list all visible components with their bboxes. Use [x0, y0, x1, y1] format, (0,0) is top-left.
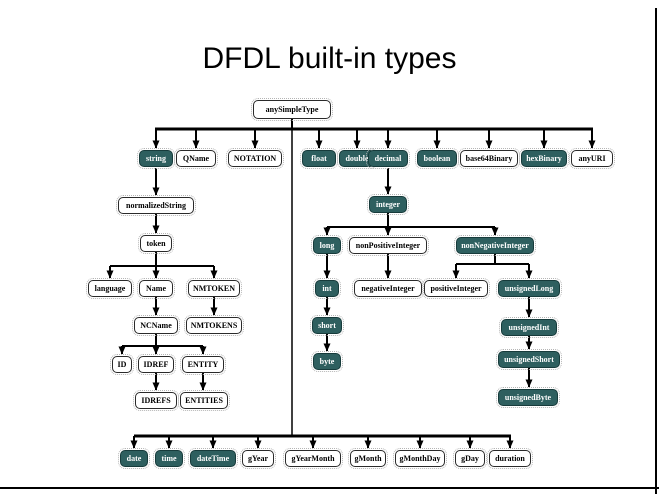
node-nonPositiveInteger: nonPositiveInteger — [347, 235, 429, 256]
node-unsignedByte: unsignedByte — [496, 387, 560, 408]
node-hexBinary: hexBinary — [519, 148, 569, 169]
node-string: string — [137, 148, 175, 169]
node-integer: integer — [367, 194, 409, 215]
node-NCName: NCName — [132, 315, 180, 336]
node-IDREF: IDREF — [136, 354, 176, 375]
node-ENTITIES: ENTITIES — [178, 390, 230, 411]
node-IDREFS: IDREFS — [133, 390, 179, 411]
node-negativeInteger: negativeInteger — [352, 278, 424, 299]
node-boolean: boolean — [415, 148, 459, 169]
node-short: short — [310, 315, 344, 336]
node-language: language — [86, 278, 134, 299]
node-gYearMonth: gYearMonth — [283, 448, 343, 469]
node-gMonth: gMonth — [348, 448, 388, 469]
node-unsignedLong: unsignedLong — [496, 278, 562, 299]
node-positiveInteger: positiveInteger — [422, 278, 490, 299]
node-QName: QName — [174, 148, 218, 169]
node-anySimpleType: anySimpleType — [251, 98, 333, 121]
node-gDay: gDay — [453, 448, 487, 469]
node-unsignedShort: unsignedShort — [496, 349, 562, 370]
node-date: date — [118, 448, 150, 469]
node-NMTOKENS: NMTOKENS — [184, 315, 244, 336]
node-NOTATION: NOTATION — [226, 148, 284, 169]
node-dateTime: dateTime — [188, 448, 238, 469]
node-anyURI: anyURI — [569, 148, 615, 169]
node-nonNegativeInteger: nonNegativeInteger — [454, 235, 536, 256]
node-Name: Name — [137, 278, 175, 299]
node-NMTOKEN: NMTOKEN — [186, 278, 242, 299]
node-float: float — [300, 148, 338, 169]
node-ID: ID — [110, 354, 134, 375]
node-byte: byte — [311, 351, 343, 372]
node-token: token — [138, 233, 174, 254]
node-duration: duration — [487, 448, 533, 469]
node-unsignedInt: unsignedInt — [499, 317, 559, 338]
node-gMonthDay: gMonthDay — [393, 448, 447, 469]
node-long: long — [311, 235, 343, 256]
node-base64Binary: base64Binary — [458, 148, 520, 169]
node-normalizedString: normalizedString — [116, 195, 196, 216]
page-title: DFDL built-in types — [202, 42, 457, 75]
node-decimal: decimal — [366, 148, 410, 169]
node-gYear: gYear — [240, 448, 276, 469]
node-int: int — [313, 278, 341, 299]
node-ENTITY: ENTITY — [180, 354, 226, 375]
node-time: time — [153, 448, 185, 469]
